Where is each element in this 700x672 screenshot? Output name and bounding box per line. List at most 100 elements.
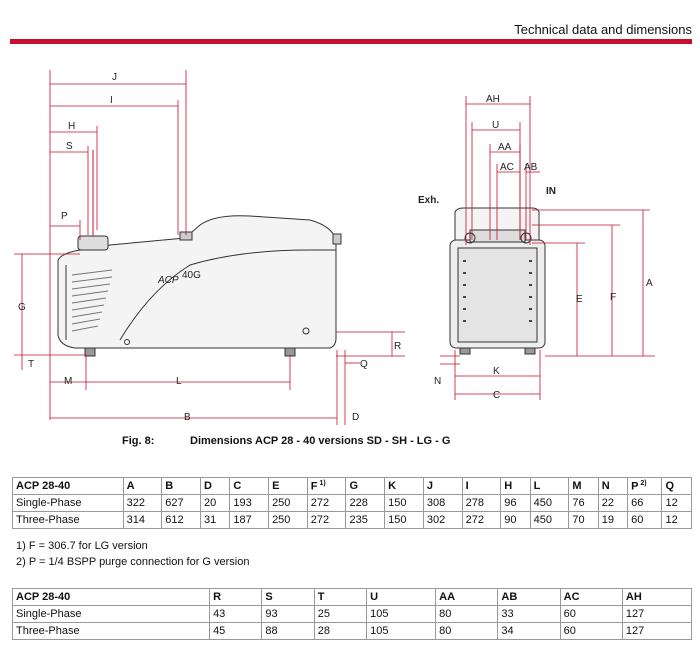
table-cell: 272 — [306, 494, 347, 512]
table-cell: Three-Phase — [12, 511, 124, 529]
dim-label-AH: AH — [486, 94, 500, 105]
dim-label-AB: AB — [524, 162, 538, 173]
table-header-cell: L — [529, 477, 570, 495]
table-header-cell: J — [422, 477, 463, 495]
port-label-IN: IN — [546, 186, 556, 197]
table-cell: 12 — [661, 511, 692, 529]
table-cell: 272 — [461, 511, 502, 529]
table-cell: 278 — [461, 494, 502, 512]
table-header-cell: C — [229, 477, 270, 495]
dim-label-T: T — [28, 359, 34, 370]
table-header-cell: AC — [559, 588, 623, 606]
table-header-cell: F 1) — [306, 477, 347, 495]
table-header-cell: G — [345, 477, 386, 495]
table-cell: 96 — [500, 494, 531, 512]
footnote-marker: 2) — [638, 479, 647, 487]
table-cell: Three-Phase — [11, 622, 211, 640]
table-cell: 228 — [345, 494, 386, 512]
table-cell: 76 — [568, 494, 599, 512]
table-header-cell: AB — [497, 588, 561, 606]
table-header-cell: ACP 28-40 — [11, 588, 211, 606]
product-label: ACP — [157, 275, 179, 286]
table-cell: 235 — [345, 511, 386, 529]
table-header-cell: D — [199, 477, 231, 495]
table-cell: 31 — [199, 511, 231, 529]
table-header-cell: ACP 28-40 — [12, 477, 124, 495]
pump-side-view — [57, 150, 342, 357]
table-header-cell: Q — [661, 477, 692, 495]
table-cell: 150 — [384, 511, 424, 529]
dim-label-I: I — [110, 95, 113, 106]
dim-label-M: M — [64, 376, 72, 387]
table-cell: 272 — [306, 511, 347, 529]
table-cell: Single-Phase — [12, 494, 124, 512]
table-cell: 127 — [621, 605, 693, 623]
table-cell: 450 — [529, 511, 570, 529]
table-header-cell: K — [384, 477, 424, 495]
figure-caption: Fig. 8:Dimensions ACP 28 - 40 versions S… — [122, 435, 450, 447]
table-header-cell: M — [568, 477, 599, 495]
footnote-marker: 1) — [317, 479, 326, 487]
table-cell: 322 — [122, 494, 163, 512]
table-cell: 70 — [568, 511, 599, 529]
table-cell: 308 — [422, 494, 463, 512]
table-cell: 314 — [122, 511, 163, 529]
figure-caption-text: Dimensions ACP 28 - 40 versions SD - SH … — [190, 435, 451, 447]
dim-label-Q: Q — [360, 359, 368, 370]
table-header-cell: AH — [621, 588, 693, 606]
table-cell: Single-Phase — [11, 605, 211, 623]
table-cell: 90 — [500, 511, 531, 529]
product-sub-label: 40G — [182, 270, 201, 281]
dim-label-N: N — [434, 376, 441, 387]
table-cell: 88 — [261, 622, 315, 640]
dim-label-H: H — [68, 121, 75, 132]
front-dimension-lines — [440, 96, 655, 400]
dim-label-AC: AC — [500, 162, 514, 173]
table-cell: 12 — [661, 494, 692, 512]
table-cell: 33 — [497, 605, 561, 623]
dim-label-P: P — [61, 211, 68, 222]
table-cell: 80 — [435, 622, 499, 640]
side-dimension-lines — [14, 70, 405, 425]
dim-label-AA: AA — [498, 142, 512, 153]
dim-label-L: L — [176, 376, 182, 387]
pump-front-view — [449, 207, 546, 355]
table-cell: 60 — [559, 605, 623, 623]
dim-label-R: R — [394, 341, 401, 352]
table-header-cell: I — [461, 477, 502, 495]
footnote-1: 1) F = 306.7 for LG version — [16, 540, 148, 552]
table-cell: 302 — [422, 511, 463, 529]
table-header-cell: N — [597, 477, 629, 495]
dim-label-J: J — [112, 72, 117, 83]
table-cell: 612 — [161, 511, 201, 529]
table-cell: 450 — [529, 494, 570, 512]
dimension-drawing: ACP 40G J I H S P G T M L B D R Q — [14, 70, 655, 425]
table-cell: 80 — [435, 605, 499, 623]
table-cell: 150 — [384, 494, 424, 512]
table-header-cell: P 2) — [627, 477, 663, 495]
table-cell: 19 — [597, 511, 629, 529]
table-cell: 45 — [209, 622, 263, 640]
table-cell: 627 — [161, 494, 201, 512]
table-header-cell: S — [261, 588, 315, 606]
table-header-cell: T — [313, 588, 368, 606]
dim-label-B: B — [184, 412, 191, 423]
port-label-Exh: Exh. — [418, 195, 439, 206]
dim-label-A: A — [646, 278, 653, 289]
table-cell: 127 — [621, 622, 693, 640]
table-cell: 28 — [313, 622, 368, 640]
dim-label-U: U — [492, 120, 499, 131]
table-header-cell: A — [122, 477, 163, 495]
table-cell: 20 — [199, 494, 231, 512]
dim-label-G: G — [18, 302, 26, 313]
header-red-bar — [10, 39, 692, 44]
table-cell: 25 — [313, 605, 368, 623]
table-header-cell: R — [209, 588, 263, 606]
page-header-title: Technical data and dimensions — [514, 22, 692, 37]
table-cell: 193 — [229, 494, 270, 512]
